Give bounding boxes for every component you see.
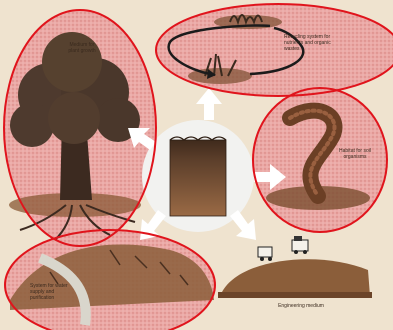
soil-profile-icon (170, 140, 226, 216)
label-recycling: Recycling system for nutrients and organ… (284, 34, 340, 52)
label-plant-growth: Medium for plant growth (64, 42, 100, 54)
label-water: System for water supply and purification (30, 283, 74, 301)
label-habitat: Habitat for soil organisms (338, 148, 372, 160)
label-engineering: Engineering medium (272, 303, 330, 309)
